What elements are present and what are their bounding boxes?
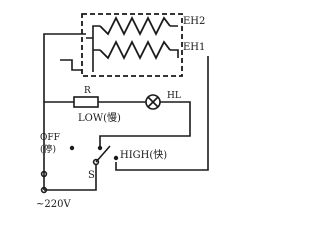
eh2-label: EH2 [183,16,205,27]
left-supply-wire [43,33,86,190]
heater-enclosure [81,13,183,77]
supply-terminals [40,170,48,194]
heater-eh1 [99,39,171,61]
selector-switch-s [44,145,119,191]
low-label: LOW(慢) [78,112,121,124]
supply-label: ~220V [36,199,71,210]
heater-eh2 [99,15,171,37]
high-label: HIGH(快) [120,149,167,161]
eh1-label: EH1 [183,42,205,53]
lamp-label: HL [167,91,181,101]
off-sub-label: (停) [40,143,56,155]
resistor-label: R [84,86,91,96]
heater-left-bus [86,25,100,72]
resistor-branch-wire [44,101,191,146]
resistor-r [73,96,99,108]
switch-label: S [88,170,95,181]
eh1-to-high-wire [115,56,209,171]
circuit-diagram: EH2 EH1 R HL LOW(慢) OFF (停) HIGH(快) S ~2… [36,13,209,210]
lamp-hl [145,94,161,110]
off-label: OFF [40,133,60,143]
heater-right-leads [170,25,179,58]
ground-stub [60,59,82,71]
